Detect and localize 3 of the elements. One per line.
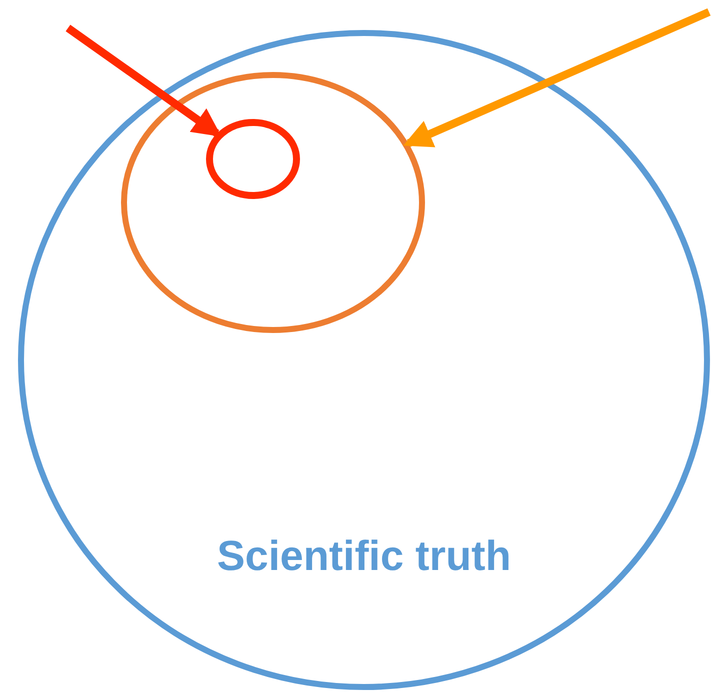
arrow — [403, 8, 711, 148]
circle-label: Scientific truth — [216, 531, 512, 581]
arrow — [66, 24, 222, 137]
